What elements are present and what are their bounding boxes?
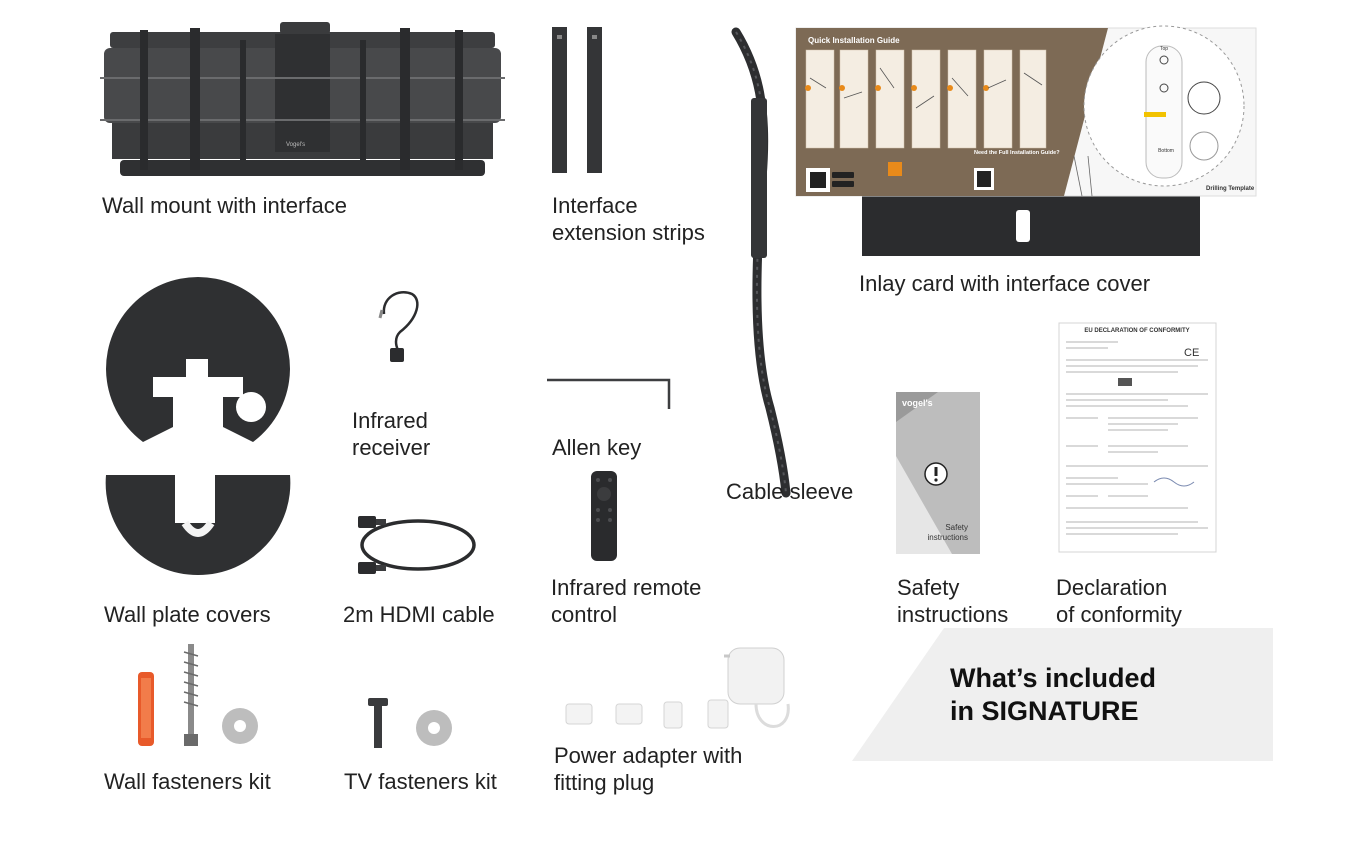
power-adapter-image xyxy=(565,647,790,729)
infrared-receiver-image xyxy=(378,291,419,362)
label-power-adapter-line-1: Power adapter with xyxy=(554,743,743,768)
label-infrared-receiver: Infrared receiver xyxy=(352,407,430,461)
quick-guide-title: Quick Installation Guide xyxy=(808,36,900,45)
label-wall-mount: Wall mount with interface xyxy=(102,193,347,218)
banner-line-1: What’s included xyxy=(950,663,1157,693)
whats-included-banner: What’s included in SIGNATURE xyxy=(950,662,1156,728)
drilling-template-text: Drilling Template xyxy=(1206,186,1255,192)
label-safety-instructions: Safety instructions xyxy=(897,574,1008,628)
allen-key-image xyxy=(547,378,671,409)
wall-fasteners-image xyxy=(138,644,258,746)
tv-fasteners-image xyxy=(368,698,452,748)
label-allen-key: Allen key xyxy=(552,435,642,460)
label-remote-control-line-2: control xyxy=(551,602,618,627)
label-safety-instructions-line-2: instructions xyxy=(897,602,1009,627)
label-declaration-line-2: of conformity xyxy=(1056,602,1182,627)
label-cable-sleeve: Cable sleeve xyxy=(726,479,854,504)
declaration-document-image: EU DECLARATION OF CONFORMITY CE xyxy=(1058,322,1217,553)
label-declaration-line-1: Declaration xyxy=(1056,575,1168,600)
template-top-text: Top xyxy=(1160,46,1168,52)
label-tv-fasteners: TV fasteners kit xyxy=(344,769,497,794)
label-interface-strips: Interface extension strips xyxy=(552,192,705,246)
remote-control-image xyxy=(591,471,617,561)
need-help-text: Need the Full Installation Guide? xyxy=(974,150,1060,156)
wall-plate-covers-image xyxy=(105,277,291,576)
eu-title-text: EU DECLARATION OF CONFORMITY xyxy=(1084,328,1189,334)
ce-mark: CE xyxy=(1184,347,1199,359)
cable-sleeve-image xyxy=(731,27,791,498)
label-infrared-receiver-line-2: receiver xyxy=(352,435,431,460)
label-wall-fasteners: Wall fasteners kit xyxy=(104,769,271,794)
label-remote-control-line-1: Infrared remote xyxy=(551,575,702,600)
hdmi-cable-image xyxy=(358,516,476,574)
wall-mount-image: Vogel's xyxy=(100,22,505,176)
label-power-adapter: Power adapter with fitting plug xyxy=(554,742,742,796)
label-wall-plate-covers: Wall plate covers xyxy=(104,602,271,627)
inlay-card-image: Quick Installation Guide Need the Full I… xyxy=(795,25,1257,256)
label-power-adapter-line-2: fitting plug xyxy=(554,770,655,795)
label-declaration: Declaration of conformity xyxy=(1056,574,1182,628)
label-remote-control: Infrared remote control xyxy=(551,574,701,628)
label-infrared-receiver-line-1: Infrared xyxy=(352,408,428,433)
label-inlay-card: Inlay card with interface cover xyxy=(859,271,1151,296)
booklet-safety-line-2: instructions xyxy=(928,533,968,542)
label-safety-instructions-line-1: Safety xyxy=(897,575,960,600)
banner-line-2: in SIGNATURE xyxy=(950,696,1139,726)
whats-included-banner-bg xyxy=(852,628,1273,761)
template-bottom-text: Bottom xyxy=(1158,148,1174,154)
booklet-brand-text: vogel's xyxy=(902,398,933,408)
safety-booklet-image: vogel's Safety instructions xyxy=(896,392,980,554)
label-hdmi-cable: 2m HDMI cable xyxy=(343,602,495,627)
label-interface-strips-line-2: extension strips xyxy=(552,220,705,245)
label-interface-strips-line-1: Interface xyxy=(552,193,638,218)
booklet-safety-line-1: Safety xyxy=(945,523,968,532)
mount-brand-text: Vogel's xyxy=(286,142,305,148)
interface-strips-image xyxy=(552,27,602,173)
